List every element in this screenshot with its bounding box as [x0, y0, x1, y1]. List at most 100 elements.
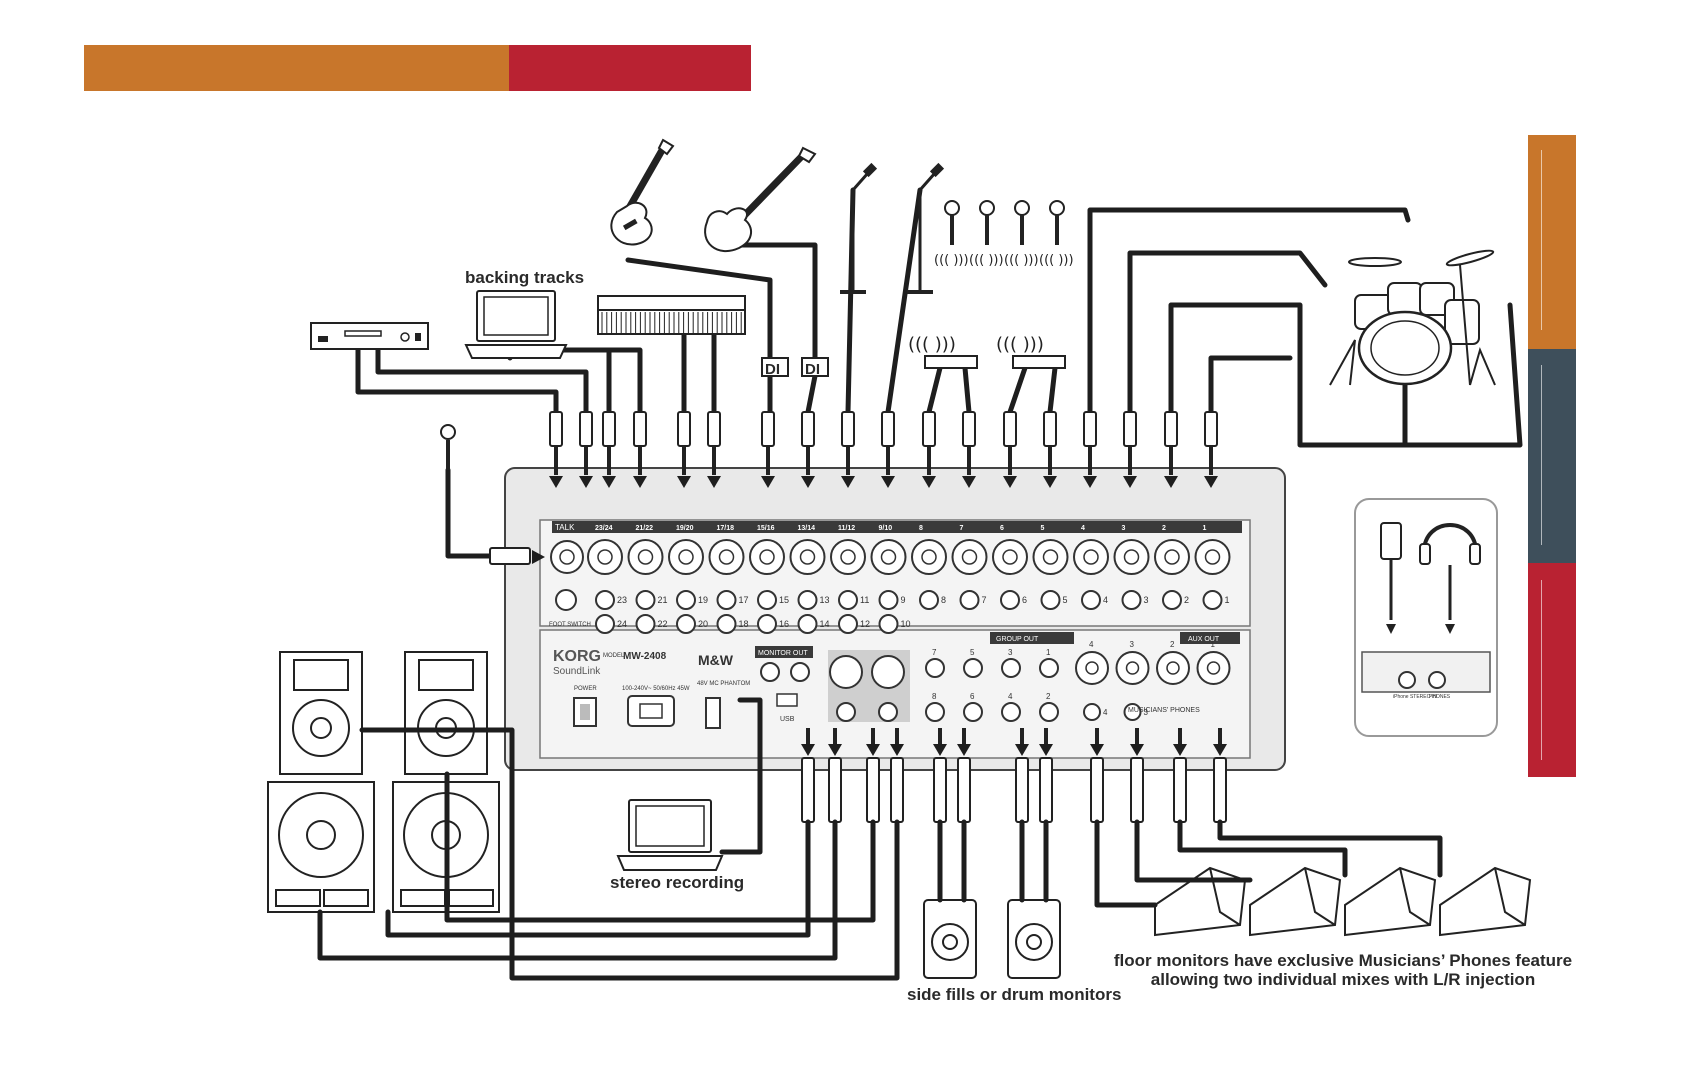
sub-port-a-right [400, 889, 446, 907]
line-input-number: 23 [617, 595, 627, 605]
group-out-jack[interactable] [1001, 702, 1021, 722]
side-tab-red[interactable] [1528, 563, 1576, 777]
line-input-jack[interactable] [676, 590, 696, 610]
main-out-xlr-right[interactable] [871, 655, 905, 689]
input-cable [962, 365, 972, 415]
group-out-jack[interactable] [1039, 702, 1059, 722]
monitor-out-left[interactable] [760, 662, 780, 682]
line-input-jack[interactable] [878, 590, 899, 610]
model-label: MODEL [603, 653, 625, 659]
line-input-jack[interactable] [1081, 590, 1101, 610]
svg-text:((( ))): ((( ))) [908, 334, 956, 355]
main-out-trs-right[interactable] [878, 702, 898, 722]
line-input-jack-lower[interactable] [676, 614, 696, 634]
group-out-number: 5 [970, 648, 975, 657]
phones-jack[interactable] [1428, 671, 1446, 689]
line-input-jack[interactable] [595, 590, 615, 610]
line-input-jack-lower[interactable] [838, 614, 858, 634]
di-box-2 [801, 357, 829, 377]
channel-header: 6 [1000, 525, 1004, 532]
cd-player [310, 322, 429, 350]
iphone-stereo-in-jack[interactable] [1398, 671, 1416, 689]
mic-stand-2 [907, 162, 945, 294]
floor-wedge-edge [1494, 867, 1526, 926]
output-cable [1177, 819, 1348, 878]
line-input-number: 19 [698, 595, 708, 605]
group-out-number: 8 [932, 692, 937, 701]
model-name: MW-2408 [623, 651, 667, 662]
main-out-trs-left[interactable] [836, 702, 856, 722]
aux-out-number: 1 [1211, 640, 1216, 649]
line-input-jack[interactable] [757, 590, 777, 610]
group-out-jack[interactable] [963, 702, 983, 722]
output-plug [1130, 757, 1144, 823]
line-input-jack-lower[interactable] [595, 614, 615, 634]
input-arrow [962, 476, 976, 488]
side-tab-slate[interactable] [1528, 349, 1576, 563]
input-cable [355, 342, 559, 415]
input-arrow [801, 476, 815, 488]
line-input-jack[interactable] [1121, 590, 1142, 610]
wireless-mic-icon [1049, 200, 1065, 216]
line-input-number: 13 [820, 595, 830, 605]
output-plug [801, 757, 815, 823]
line-input-jack[interactable] [1202, 590, 1223, 610]
input-arrow [922, 476, 936, 488]
input-plug [1123, 411, 1137, 447]
line-input-number: 15 [779, 595, 789, 605]
group-out-jack[interactable] [1039, 658, 1059, 678]
drum-kit [1329, 249, 1496, 386]
line-input-jack-lower[interactable] [716, 614, 737, 634]
group-out-jack[interactable] [1001, 658, 1021, 678]
line-input-jack[interactable] [635, 590, 656, 610]
side-tab-orange[interactable] [1528, 135, 1576, 349]
phantom-switch[interactable] [705, 697, 721, 729]
wireless-receiver-1: ((( ))) [908, 334, 978, 369]
line-input-jack[interactable] [797, 590, 818, 610]
monitor-out-right[interactable] [790, 662, 810, 682]
line-input-jack[interactable] [838, 590, 858, 610]
floor-wedge [1154, 866, 1247, 937]
foot-switch-jack[interactable] [555, 589, 577, 611]
side-tab-divider-2 [1541, 365, 1542, 545]
power-inlet[interactable] [627, 695, 675, 727]
output-plug [933, 757, 947, 823]
line-input-number: 8 [941, 595, 946, 605]
line-input-jack[interactable] [1040, 590, 1061, 610]
usb-label: USB [780, 716, 795, 723]
aux-phones-jack[interactable] [1123, 703, 1142, 721]
xlr-pin-ring [1083, 549, 1099, 565]
power-label: POWER [574, 686, 597, 692]
output-arrow [828, 744, 842, 756]
line-input-jack-lower[interactable] [757, 614, 777, 634]
line-input-jack-lower[interactable] [797, 614, 818, 634]
di-box-2-label: DI [805, 361, 820, 378]
line-input-jack[interactable] [919, 590, 939, 610]
output-cable [1134, 819, 1253, 883]
main-out-xlr-left[interactable] [829, 655, 863, 689]
iphone-icon [1380, 522, 1402, 560]
line-input-jack-lower[interactable] [878, 614, 899, 634]
line-input-jack[interactable] [959, 590, 980, 610]
input-cable [1047, 365, 1058, 415]
line-input-jack[interactable] [716, 590, 737, 610]
brand-korg: KORG [553, 648, 601, 665]
group-out-jack[interactable] [925, 702, 945, 722]
wireless-mics: ((( )))((( )))((( )))((( ))) [934, 200, 1074, 268]
xlr-pin-ring [597, 549, 613, 565]
group-out-label: GROUP OUT [996, 636, 1039, 643]
input-cable [737, 242, 818, 361]
usb-port[interactable] [776, 693, 798, 707]
line-input-jack[interactable] [1000, 590, 1020, 610]
floor-wedge [1249, 866, 1342, 937]
line-input-jack-lower[interactable] [635, 614, 656, 634]
line-input-jack[interactable] [1162, 590, 1182, 610]
group-out-jack[interactable] [925, 658, 945, 678]
channel-header: 8 [919, 525, 923, 532]
input-arrow [881, 476, 895, 488]
xlr-pin-ring [637, 549, 654, 565]
aux-phones-jack[interactable] [1083, 703, 1101, 721]
output-arrow [1090, 744, 1104, 756]
aux-pin-ring [1085, 661, 1099, 675]
group-out-jack[interactable] [963, 658, 983, 678]
